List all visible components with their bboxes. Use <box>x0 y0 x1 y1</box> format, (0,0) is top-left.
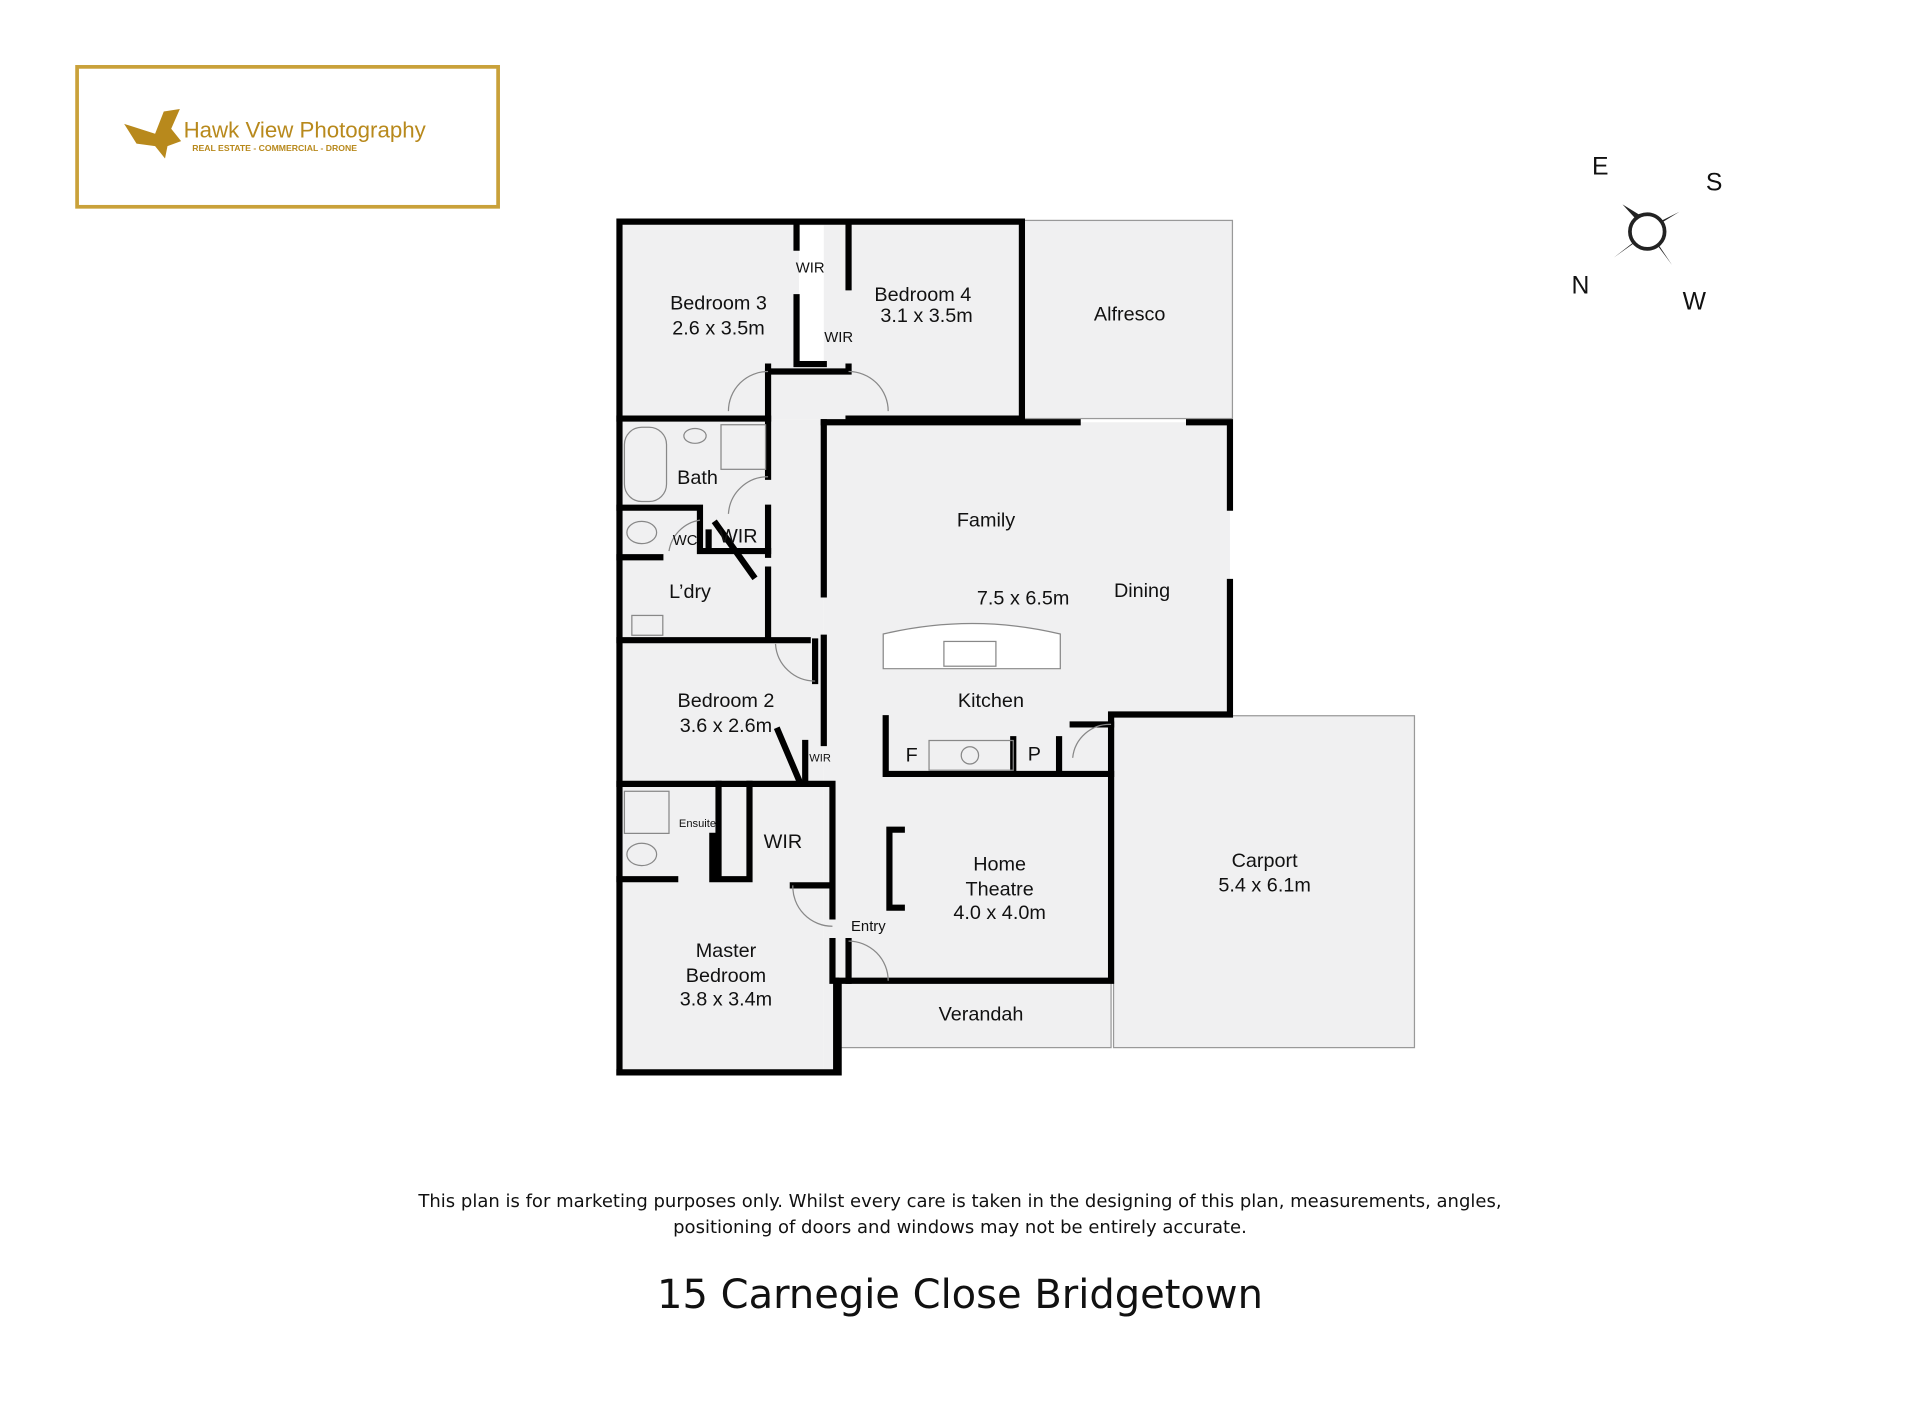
compass-icon <box>1628 212 1667 251</box>
compass-w: W <box>1683 289 1707 316</box>
bedroom3-name: Bedroom 3 <box>670 293 767 315</box>
family-label: Family <box>957 509 1015 531</box>
wir-label: WIR <box>809 753 831 765</box>
room-fills <box>619 219 1416 1073</box>
disclaimer-line2: positioning of doors and windows may not… <box>673 1217 1247 1238</box>
hawk-icon <box>124 108 182 159</box>
bedroom4-size: 3.1 x 3.5m <box>880 305 972 327</box>
entry-label: Entry <box>851 919 886 935</box>
theatre-size: 4.0 x 4.0m <box>953 902 1045 924</box>
logo: Hawk View Photography REAL ESTATE - COMM… <box>75 65 500 209</box>
walls <box>616 218 1234 1076</box>
carport-size: 5.4 x 6.1m <box>1218 875 1310 897</box>
compass-s: S <box>1706 170 1723 197</box>
bedroom4-name: Bedroom 4 <box>874 284 971 306</box>
bedroom3-size: 2.6 x 3.5m <box>672 317 764 339</box>
wir-label: WIR <box>764 831 802 853</box>
property-address: 15 Carnegie Close Bridgetown <box>657 1272 1263 1318</box>
wir-label: WIR <box>719 525 757 547</box>
wir-label: WIR <box>796 260 825 276</box>
compass-n: N <box>1571 272 1589 299</box>
theatre-line2: Theatre <box>966 878 1034 900</box>
ensuite-label: Ensuite <box>679 818 716 830</box>
wc-label: WC <box>673 533 698 549</box>
wir-label: WIR <box>824 330 853 346</box>
family-size: 7.5 x 6.5m <box>977 587 1069 609</box>
compass-e: E <box>1592 154 1609 181</box>
fridge-label: F <box>906 745 918 767</box>
master-line1: Master <box>696 940 757 962</box>
carport-name: Carport <box>1232 850 1299 872</box>
pantry-label: P <box>1028 743 1041 765</box>
master-line2: Bedroom <box>686 965 766 987</box>
bedroom2-name: Bedroom 2 <box>678 690 775 712</box>
dining-label: Dining <box>1114 580 1170 602</box>
logo-tagline: REAL ESTATE - COMMERCIAL - DRONE <box>192 143 357 153</box>
logo-brand: Hawk View Photography <box>184 117 427 142</box>
bedroom2-size: 3.6 x 2.6m <box>680 715 772 737</box>
room-labels: Bedroom 3 2.6 x 3.5m WIR WIR Bedroom 4 3… <box>669 260 1311 1025</box>
disclaimer-line1: This plan is for marketing purposes only… <box>418 1191 1502 1212</box>
compass: E S N W <box>1571 154 1722 316</box>
bath-label: Bath <box>677 467 718 489</box>
master-size: 3.8 x 3.4m <box>680 989 772 1011</box>
alfresco-label: Alfresco <box>1094 304 1166 326</box>
kitchen-label: Kitchen <box>958 690 1024 712</box>
verandah-label: Verandah <box>939 1003 1024 1025</box>
laundry-label: L’dry <box>669 581 711 603</box>
fixtures <box>623 370 1112 981</box>
theatre-line1: Home <box>973 854 1026 876</box>
